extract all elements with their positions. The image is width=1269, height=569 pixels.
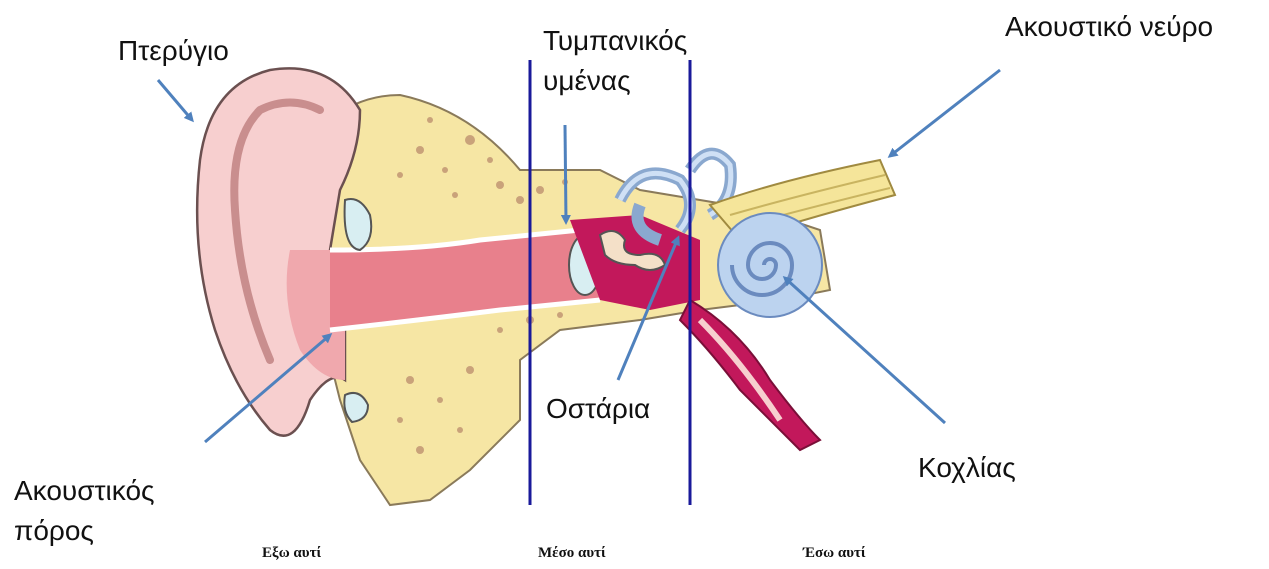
ossicles-label: Οστάρια xyxy=(546,392,650,426)
eardrum-label-line1: Τυμπανικός xyxy=(543,24,687,58)
eardrum-label-line2: υμένας xyxy=(543,64,631,98)
cochlea-label: Κοχλίας xyxy=(918,451,1016,485)
pinna-label: Πτερύγιο xyxy=(118,34,229,68)
region-outer-ear-label: Εξω αυτί xyxy=(262,545,321,562)
auditory-nerve-arrow xyxy=(890,70,1000,156)
auditory-nerve-label: Ακουστικό νεύρο xyxy=(1005,10,1213,44)
ear-canal-label-line2: πόρος xyxy=(14,514,94,548)
pinna-arrow xyxy=(158,80,192,120)
ear-canal-label-line1: Ακουστικός xyxy=(14,474,155,508)
cochlea-arrow xyxy=(785,278,945,423)
eardrum-arrow xyxy=(565,125,566,222)
region-inner-ear-label: Έσω αυτί xyxy=(803,545,866,562)
region-middle-ear-label: Μέσο αυτί xyxy=(538,545,606,562)
